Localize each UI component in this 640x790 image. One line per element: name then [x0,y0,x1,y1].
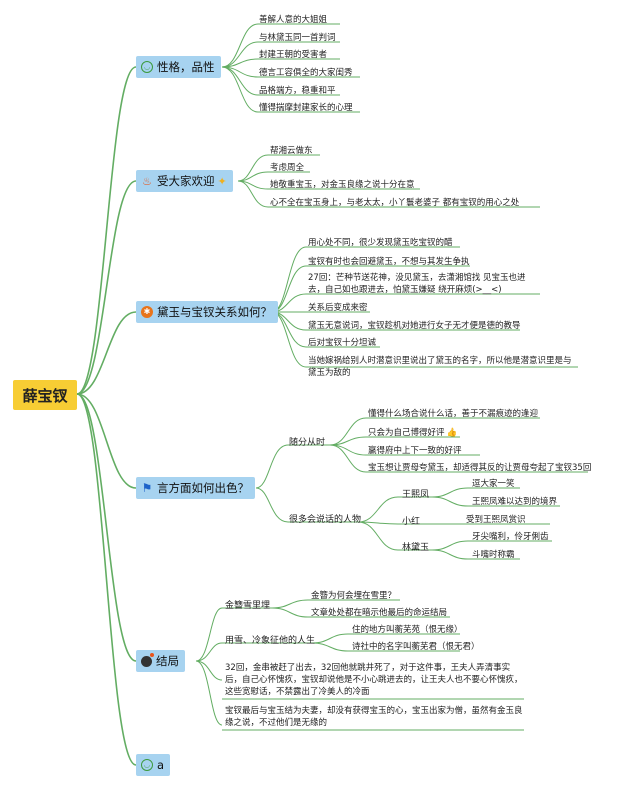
leaf[interactable]: 32回，金串被赶了出去，32回他就跳井死了，对于这件事，王夫人弄清事实后，自己心… [225,663,523,697]
branch-speech[interactable]: ⚑ 言方面如何出色？ [136,477,255,499]
leaf[interactable]: 懂得什么场合说什么话，善于不漏痕迹的逢迎 [368,409,539,419]
leaf[interactable]: 帮湘云做东 [270,146,313,156]
party-icon: ✦ [217,174,227,188]
group-node[interactable]: 金簪雪里埋 [225,601,271,611]
leaf[interactable]: 金簪为何会埋在雪里？ [311,591,397,601]
group-node[interactable]: 用雪、冷象征他的人生 [225,636,316,646]
leaf[interactable]: 考虑周全 [270,163,305,173]
leaf[interactable]: 受到王熙凤赏识 [466,515,526,525]
leaf[interactable]: 27回：芒种节送花神，没见黛玉，去潇湘馆找 见宝玉也进去，自己如也跟进去，怕黛玉… [308,273,526,295]
branch-ending[interactable]: 结局 [136,650,185,672]
leaf[interactable]: 善解人意的大姐姐 [259,15,328,25]
leaf[interactable]: 住的地方叫蘅芜苑（恨无缘） [352,625,463,635]
leaf[interactable]: 王熙凤难以达到的境界 [472,497,558,507]
branch-label: 言方面如何出色？ [157,481,249,495]
leaf[interactable]: 逗大家一笑 [472,479,515,489]
branch-relationship[interactable]: ✱ 黛玉与宝钗关系如何？ [136,301,278,323]
leaf[interactable]: 封建王朝的受害者 [259,50,328,60]
leaf[interactable]: 懂得揣摩封建家长的心理 [259,103,353,113]
leaf[interactable]: 德言工容俱全的大家闺秀 [259,68,353,78]
leaf[interactable]: 关系后变成来密 [308,303,368,313]
person-node[interactable]: 王熙凤 [402,490,430,500]
leaf[interactable]: 宝钗最后与宝玉结为夫妻，却没有获得宝玉的心，宝玉出家为僧，虽然有金玉良缘之说，不… [225,706,523,728]
star-icon: ✱ [141,306,153,318]
leaf[interactable]: 品格端方，稳重和平 [259,86,336,96]
branch-label: 受大家欢迎 [157,174,215,188]
bomb-icon [141,652,154,667]
leaf[interactable]: 心不全在宝玉身上，与老太太，小丫鬟老婆子 都有宝钗的用心之处 [270,198,520,208]
leaf[interactable]: 后对宝钗十分坦诚 [308,338,377,348]
leaf[interactable]: 诗社中的名字叫蘅芜君（恨无君） [352,642,480,652]
smile-icon: ◡ [141,759,153,771]
leaf[interactable]: 文章处处都在暗示他最后的命运结局 [311,608,448,618]
branch-label: 性格，品性 [157,60,215,74]
leaf[interactable]: 她敬重宝玉，对金玉良缘之说十分在意 [270,180,415,190]
leaf[interactable]: 黛玉无意说词，宝钗趁机对她进行女子无才便是德的教导 [308,321,521,331]
branch-label: a [156,758,164,772]
smile-icon: ◡ [141,61,153,73]
leaf[interactable]: 宝玉想让贾母夸黛玉，却适得其反的让贾母夸起了宝钗35回 [368,463,592,473]
thumbs-up-icon: 👍 [446,428,458,438]
leaf[interactable]: 赢得府中上下一致的好评 [368,446,462,456]
person-node[interactable]: 小红 [402,517,421,527]
branch-label: 黛玉与宝钗关系如何？ [157,305,272,319]
leaf[interactable]: 当她嫁祸给别人时潜意识里说出了黛玉的名字，所以他是潜意识里是与黛玉为敌的 [308,356,572,378]
leaf[interactable]: 用心处不同，很少发现黛玉吃宝钗的醋 [308,238,453,248]
branch-a[interactable]: ◡ a [136,754,170,776]
leaf-text: 只会为自己博得好评 [368,428,445,438]
flag-icon: ⚑ [141,481,153,495]
group-node[interactable]: 随分从时 [289,438,326,448]
root-node[interactable]: 薛宝钗 [13,380,77,410]
leaf[interactable]: 斗嘴时称霸 [472,550,515,560]
branch-character[interactable]: ◡ 性格，品性 [136,56,221,78]
branch-label: 结局 [156,654,179,668]
group-node[interactable]: 很多会说话的人物 [289,515,362,525]
fire-icon: ♨ [142,174,152,188]
leaf[interactable]: 与林黛玉同一首判词 [259,33,336,43]
leaf[interactable]: 宝钗有时也会回避黛玉，不想与其发生争执 [308,257,470,267]
leaf[interactable]: 只会为自己博得好评👍 [368,427,457,439]
person-node[interactable]: 林黛玉 [402,543,430,553]
leaf[interactable]: 牙尖嘴利，伶牙俐齿 [472,532,549,542]
branch-popular[interactable]: ♨ 受大家欢迎 ✦ [136,170,233,192]
